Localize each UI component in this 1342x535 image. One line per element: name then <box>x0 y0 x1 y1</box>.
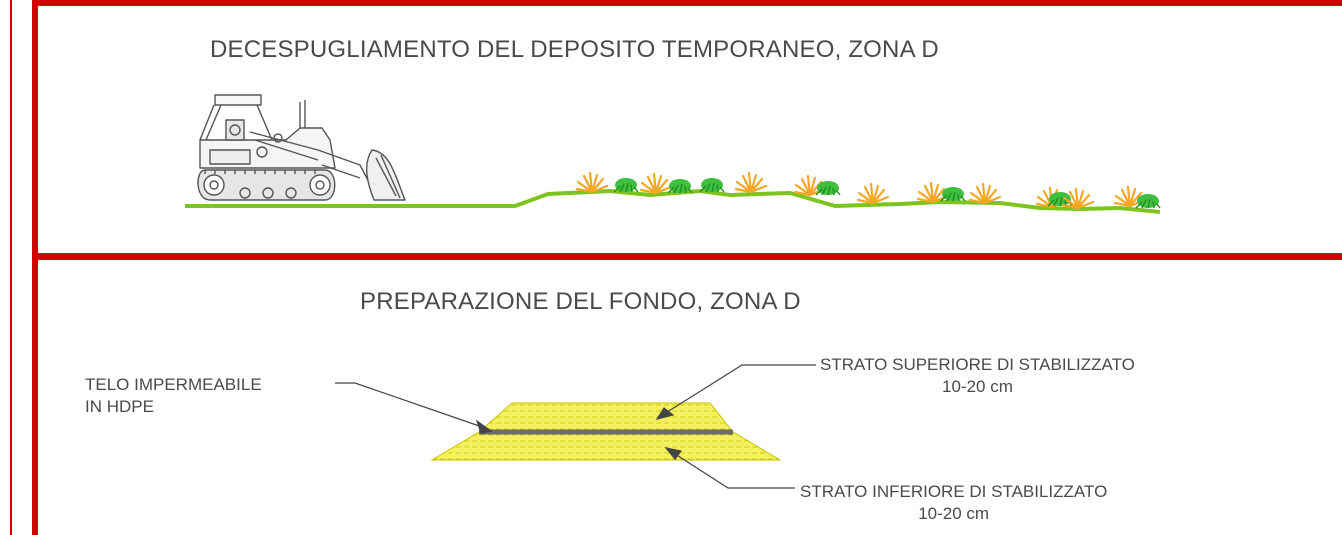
label-strato-inferiore: STRATO INFERIORE DI STABILIZZATO 10-20 c… <box>800 481 1107 525</box>
label-sup-line1: STRATO SUPERIORE DI STABILIZZATO <box>820 355 1135 374</box>
ground-line <box>185 189 1161 214</box>
label-telo-line1: TELO IMPERMEABILE <box>85 375 262 394</box>
frame-left <box>32 0 38 535</box>
panel-bottom-title: PREPARAZIONE DEL FONDO, ZONA D <box>360 288 801 315</box>
strato-inferiore <box>430 431 782 461</box>
label-telo: TELO IMPERMEABILE IN HDPE <box>85 374 262 418</box>
leader-lines <box>335 364 816 489</box>
label-inf-line2: 10-20 cm <box>918 504 990 523</box>
frame-left-outer <box>10 0 12 535</box>
panel-top-title: DECESPUGLIAMENTO DEL DEPOSITO TEMPORANEO… <box>210 36 939 63</box>
bulldozer-icon <box>197 94 406 201</box>
shrubs <box>575 171 1161 210</box>
frame-divider <box>32 253 1342 260</box>
label-telo-line2: IN HDPE <box>85 397 154 416</box>
label-strato-superiore: STRATO SUPERIORE DI STABILIZZATO 10-20 c… <box>820 354 1135 398</box>
frame-top <box>32 0 1342 6</box>
label-inf-line1: STRATO INFERIORE DI STABILIZZATO <box>800 482 1108 501</box>
label-sup-line2: 10-20 cm <box>942 377 1013 396</box>
strato-superiore <box>477 402 735 433</box>
